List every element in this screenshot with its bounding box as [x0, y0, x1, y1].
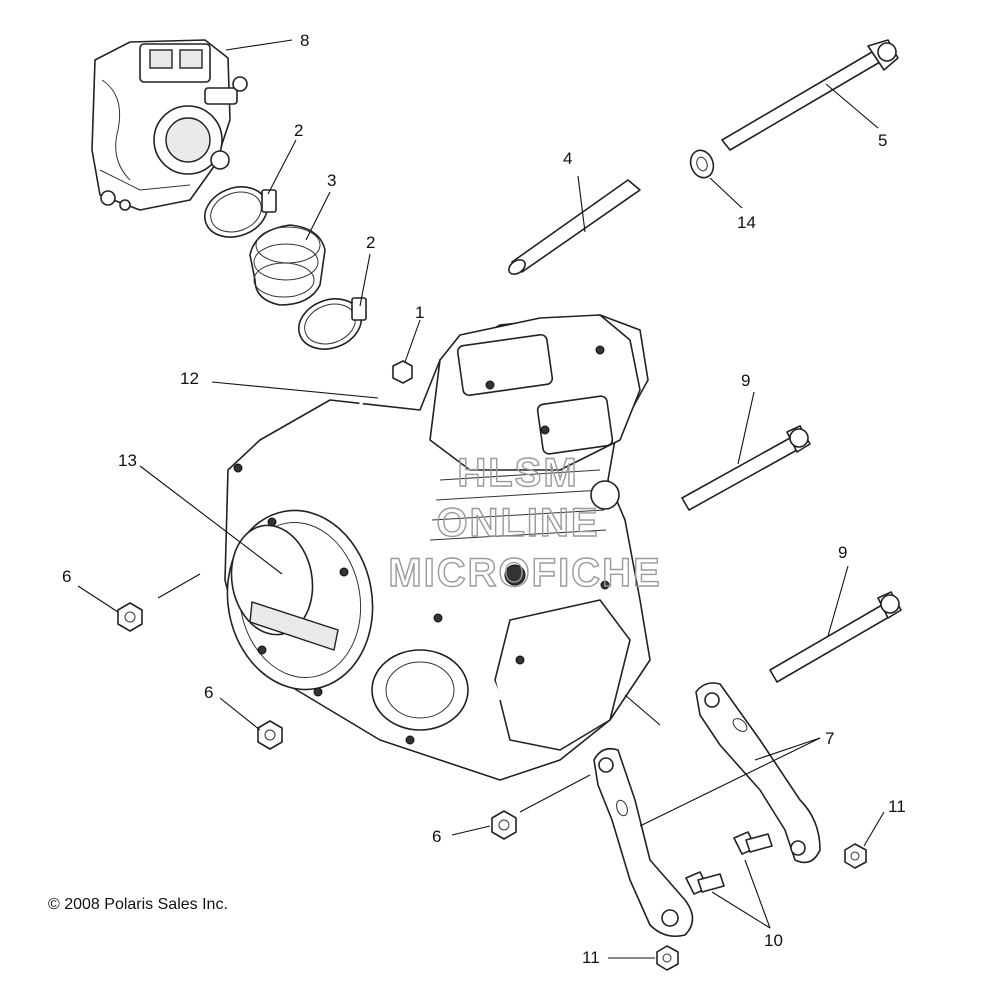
bolt-9a: [681, 425, 811, 511]
callout-2-upper: 2: [294, 121, 303, 140]
callout-9-upper: 9: [741, 371, 750, 390]
bolt-5: [721, 39, 899, 151]
throttle-body: [91, 39, 248, 211]
bracket-right: [695, 682, 821, 864]
watermark-line2: ONLINE: [436, 501, 599, 545]
bolt-9b: [769, 591, 902, 683]
washer-14: [689, 149, 715, 179]
callout-8: 8: [300, 31, 309, 50]
bolt-10b: [685, 871, 725, 895]
watermark-line3: MICROFICHE: [388, 551, 661, 595]
intake-boot: [249, 224, 326, 306]
copyright-notice: © 2008 Polaris Sales Inc.: [48, 896, 228, 913]
leader-lines: [77, 39, 885, 959]
watermark: HLSM ONLINE MICROFICHE: [388, 450, 661, 595]
callout-2-lower: 2: [366, 233, 375, 252]
watermark-line1: HLSM: [457, 451, 578, 495]
nut-11b: [656, 945, 679, 971]
callout-6-middle: 6: [204, 683, 213, 702]
callout-11-right: 11: [888, 797, 906, 816]
nut-6b: [257, 720, 283, 750]
callout-11-bottom: 11: [582, 948, 600, 967]
callout-4: 4: [563, 149, 572, 168]
clamp-upper: [204, 186, 277, 238]
callout-13: 13: [118, 451, 137, 470]
clamp-lower: [298, 297, 367, 350]
callout-9-lower: 9: [838, 543, 847, 562]
engine-assembly: [224, 314, 651, 781]
callout-6-lower: 6: [432, 827, 441, 846]
callout-12: 12: [180, 369, 199, 388]
callout-7: 7: [825, 729, 834, 748]
callout-10: 10: [764, 931, 783, 950]
callout-6-left: 6: [62, 567, 71, 586]
callout-14: 14: [737, 213, 756, 232]
callout-1: 1: [415, 303, 424, 322]
callout-labels: 8 2 3 2 1 12 13 4 5 14 9 9 6 6 6 7 11 11…: [62, 31, 906, 967]
callout-3: 3: [327, 171, 336, 190]
nut-11a: [844, 843, 867, 869]
bolt-10a: [733, 831, 773, 855]
nut-6c: [491, 810, 517, 840]
tube-4: [508, 179, 641, 275]
nut-6a: [117, 602, 143, 632]
bracket-left: [593, 747, 694, 938]
callout-5: 5: [878, 131, 887, 150]
nut-1: [392, 360, 413, 384]
